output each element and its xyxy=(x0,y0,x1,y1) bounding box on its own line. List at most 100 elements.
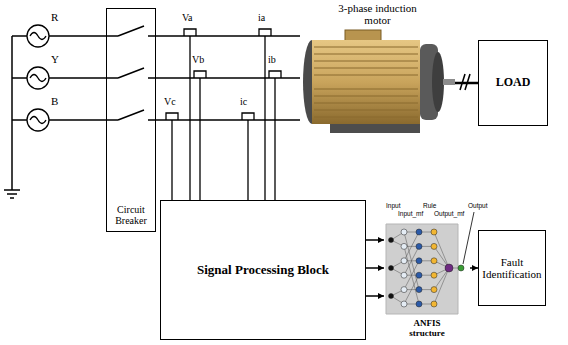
fin xyxy=(314,75,418,76)
fin xyxy=(314,68,418,69)
load-box: LOAD xyxy=(478,40,548,126)
network-neuron xyxy=(431,301,437,307)
motor-body xyxy=(312,40,420,124)
sine-symbol xyxy=(30,75,46,82)
network-neuron xyxy=(416,272,422,278)
layer-label: Output_mf xyxy=(434,211,464,218)
motor-feet xyxy=(330,124,420,133)
output-box: Fault Identification xyxy=(478,230,546,306)
connector-line xyxy=(470,267,478,269)
network-neuron xyxy=(416,229,422,235)
signal-label: ia xyxy=(258,13,265,23)
phase-label: R xyxy=(51,12,58,23)
fin xyxy=(314,61,418,62)
ac-source xyxy=(27,25,49,131)
connector xyxy=(470,268,478,269)
ground-symbol xyxy=(4,189,20,191)
fin xyxy=(314,47,418,48)
breaker-box: Circuit Breaker xyxy=(106,8,156,232)
sensor-wire xyxy=(189,36,190,200)
motor-shaft xyxy=(443,79,455,85)
ac-source xyxy=(27,109,49,131)
layer-label: Output xyxy=(468,203,488,210)
connector-line xyxy=(156,35,300,37)
network-neuron xyxy=(445,264,453,272)
sensor-wire xyxy=(264,36,265,200)
source-bus xyxy=(4,36,27,198)
network-neuron xyxy=(431,287,437,293)
fin xyxy=(314,96,418,97)
current-sensor xyxy=(242,113,254,120)
ground-symbol xyxy=(10,197,14,199)
process-box: Signal Processing Block xyxy=(160,200,366,340)
sensor-lines xyxy=(166,29,281,200)
neutral-wire xyxy=(12,77,27,79)
connector xyxy=(366,240,384,296)
layer-label: Input xyxy=(386,203,400,210)
connector-line xyxy=(455,82,478,85)
ac-source xyxy=(27,25,49,47)
network-neuron xyxy=(401,229,407,235)
node-text: ANFIS structure xyxy=(402,319,452,339)
motor-illustration xyxy=(303,30,455,133)
layer-label: Input_mf xyxy=(398,211,423,218)
network-neuron xyxy=(431,243,437,249)
network-neuron xyxy=(431,229,437,235)
connector-line xyxy=(156,119,300,121)
sine-symbol xyxy=(30,117,46,124)
connector xyxy=(455,83,478,84)
signal-label: ib xyxy=(268,55,276,65)
network-neuron xyxy=(416,258,422,264)
signal-label: Va xyxy=(182,13,193,23)
ac-source xyxy=(27,67,49,89)
ground-symbol xyxy=(7,193,17,195)
sensor-wire xyxy=(247,120,248,200)
network-neuron xyxy=(389,294,394,299)
network-neuron xyxy=(401,258,407,264)
fin xyxy=(314,103,418,104)
connector-line xyxy=(366,267,384,269)
layer-label: Rule xyxy=(423,203,436,210)
network-neuron xyxy=(416,287,422,293)
motor-figure: 3-phase induction motor xyxy=(300,2,455,136)
switch-symbol xyxy=(49,110,156,120)
fin xyxy=(314,54,418,55)
network-neuron xyxy=(401,272,407,278)
voltage-sensor xyxy=(184,29,196,36)
node-text: LOAD xyxy=(496,76,531,89)
current-sensor xyxy=(269,71,281,78)
node-text: 3-phase induction motor xyxy=(337,2,419,26)
sensor-wire xyxy=(171,120,172,200)
node-text: Signal Processing Block xyxy=(197,263,329,277)
voltage-sensor xyxy=(166,113,178,120)
fin xyxy=(314,89,418,90)
connector-line xyxy=(366,239,384,241)
signal-label: ic xyxy=(240,97,247,107)
connector-line xyxy=(366,295,384,297)
phase-label: B xyxy=(51,96,58,107)
neutral-wire xyxy=(11,36,13,190)
fin xyxy=(314,117,418,118)
network-neuron xyxy=(389,266,394,271)
anfis-network xyxy=(389,229,465,307)
signal-label: Vb xyxy=(192,55,204,65)
network-neuron xyxy=(389,238,394,243)
switch-symbol xyxy=(49,68,156,78)
breaker-switch xyxy=(49,26,156,120)
neutral-wire xyxy=(12,119,27,121)
neutral-wire xyxy=(12,35,27,37)
network-neuron xyxy=(416,243,422,249)
network-neuron xyxy=(401,287,407,293)
connector xyxy=(156,36,300,120)
anfis-panel xyxy=(386,224,458,314)
switch-symbol xyxy=(49,26,156,36)
fin xyxy=(314,110,418,111)
network-neuron xyxy=(401,301,407,307)
motor-bell xyxy=(432,52,444,112)
signal-label: Vc xyxy=(164,97,176,107)
phase-label: Y xyxy=(51,54,59,65)
network-neuron xyxy=(401,243,407,249)
cooling-fins xyxy=(314,47,418,117)
network-neuron xyxy=(416,301,422,307)
